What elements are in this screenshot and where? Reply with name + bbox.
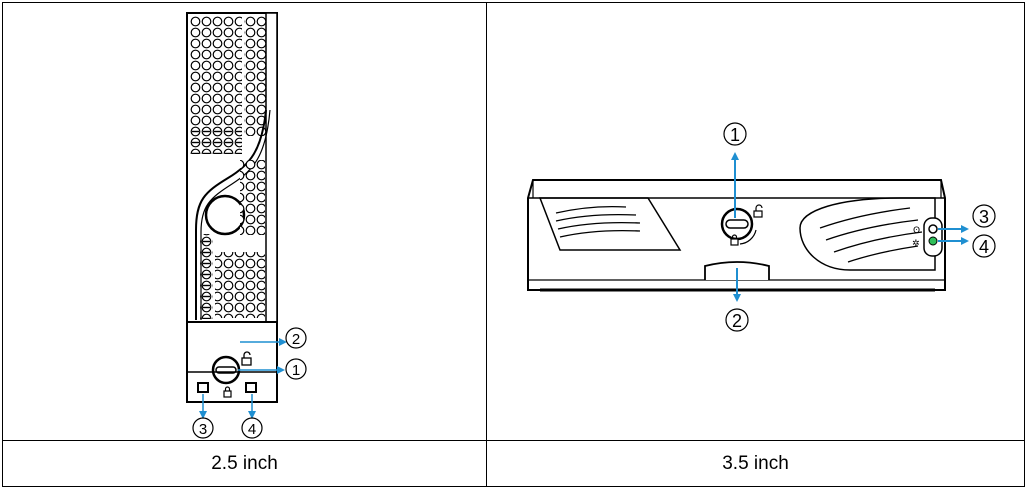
tray-2-5-inch	[186, 12, 278, 403]
callout-4-left	[241, 417, 263, 439]
s-curve-divider	[195, 109, 267, 320]
vent-right	[799, 197, 936, 271]
callout-2-left	[285, 327, 307, 349]
caption-3-5-inch-text: 3.5 inch	[722, 452, 789, 474]
lock-icon	[223, 386, 232, 398]
vent-left	[538, 197, 682, 251]
activity-led-icon	[245, 382, 257, 393]
svg-text:✲: ✲	[912, 239, 920, 249]
callout-2-right	[725, 308, 749, 332]
svg-text:1: 1	[730, 125, 740, 145]
left-callouts: 2 1 3 4	[192, 327, 307, 439]
tray-side-rail	[265, 12, 278, 324]
grille-mid	[190, 124, 242, 154]
led-bar	[186, 371, 278, 403]
callout-1-left	[285, 358, 307, 380]
caption-2-5-inch-text: 2.5 inch	[211, 452, 278, 474]
grille-upper	[190, 16, 242, 124]
svg-text:4: 4	[979, 237, 989, 257]
grille-lower-left	[200, 234, 213, 319]
svg-text:3: 3	[979, 207, 989, 227]
tray-center-circle	[204, 194, 246, 236]
right-callouts: 1 2 3 4	[723, 122, 996, 332]
svg-text:4: 4	[248, 421, 256, 438]
callout-1-right	[723, 122, 747, 146]
tray-3-5-inch: ʘ ✲	[527, 179, 946, 292]
svg-text:1: 1	[292, 362, 300, 379]
activity-led-icon	[928, 236, 938, 246]
power-led-icon	[928, 224, 938, 234]
grille-rail	[244, 16, 266, 136]
callout-3-left	[192, 417, 214, 439]
unlock-icon	[241, 351, 252, 366]
svg-text:3: 3	[199, 421, 207, 438]
power-led-icon	[197, 382, 209, 393]
svg-text:ʘ: ʘ	[913, 226, 920, 236]
lock-icon	[730, 234, 739, 246]
unlock-icon	[753, 204, 763, 218]
caption-3-5-inch: 3.5 inch	[486, 440, 1025, 487]
callout-4-right	[972, 234, 996, 258]
svg-text:2: 2	[732, 311, 742, 331]
callout-3-right	[972, 204, 996, 228]
svg-text:2: 2	[292, 331, 300, 348]
grille-lower	[215, 252, 265, 318]
